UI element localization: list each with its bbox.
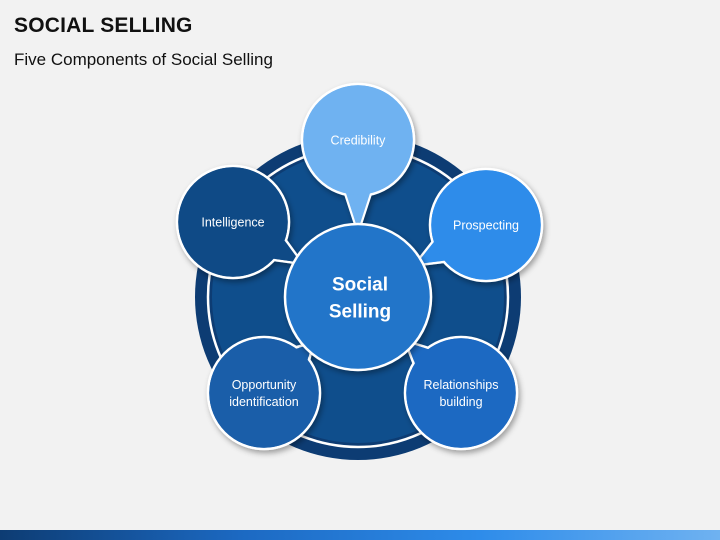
component-node-relationships: Relationships building: [403, 335, 519, 451]
hub-circle: [283, 222, 433, 372]
page-title: SOCIAL SELLING: [14, 14, 193, 37]
component-label: building: [439, 395, 482, 409]
component-node-opportunity: Opportunity identification: [206, 335, 322, 451]
component-node-credibility: Credibility: [300, 82, 416, 235]
hub-label: Social: [332, 275, 388, 296]
page-subtitle: Five Components of Social Selling: [14, 50, 273, 69]
component-label: Intelligence: [201, 216, 264, 230]
component-label: Credibility: [331, 134, 387, 148]
component-label: identification: [229, 395, 299, 409]
component-node-prospecting: Prospecting: [412, 167, 544, 283]
component-node-intelligence: Intelligence: [175, 164, 305, 280]
bottom-color-bar: [0, 530, 720, 540]
component-label: Relationships: [423, 378, 498, 392]
hub-label: Selling: [329, 302, 391, 323]
component-label: Opportunity: [232, 378, 297, 392]
component-label: Prospecting: [453, 219, 519, 233]
